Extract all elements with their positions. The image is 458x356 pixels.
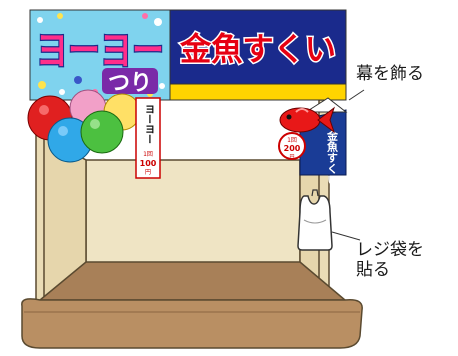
curtain-leader-line xyxy=(348,89,365,101)
yoyo-poster-price-line2: 100 xyxy=(140,159,157,168)
balloon-green xyxy=(80,110,124,154)
yoyo-banner-text: ヨーヨー xyxy=(36,28,164,74)
plastic-bag-icon xyxy=(297,189,333,251)
kingyo-banner xyxy=(169,9,347,85)
booth-left-pillar xyxy=(35,134,45,304)
goldfish-icon xyxy=(279,106,335,134)
bag-annotation-line1: レジ袋を xyxy=(356,240,424,260)
booth-floor xyxy=(37,261,348,301)
yoyo-poster-price-unit: 円 xyxy=(145,169,151,176)
flag-price-line1: 1回 xyxy=(287,137,297,144)
kingyo-flag-text: 金魚すくい xyxy=(326,129,340,185)
booth-back-wall xyxy=(85,159,301,271)
booth-floor-front-edge xyxy=(21,298,363,349)
tsuri-banner-text: つり xyxy=(108,71,152,96)
curtain-annotation: 幕を飾る xyxy=(356,64,424,84)
bag-annotation-line2: 貼る xyxy=(356,260,390,280)
flag-price-unit: 円 xyxy=(289,154,294,160)
kingyo-price-badge xyxy=(278,132,306,160)
yoyo-poster xyxy=(135,97,161,179)
bag-leader-line xyxy=(331,231,361,241)
kingyo-banner-text: 金魚すくい xyxy=(179,30,336,68)
flag-price-line2: 200 xyxy=(284,144,301,153)
yoyo-poster-text: ヨーヨー xyxy=(143,104,154,144)
yoyo-poster-price-line1: 1回 xyxy=(143,151,153,158)
kingyo-banner-stripe xyxy=(169,83,347,101)
yoyo-balloons xyxy=(27,89,141,163)
